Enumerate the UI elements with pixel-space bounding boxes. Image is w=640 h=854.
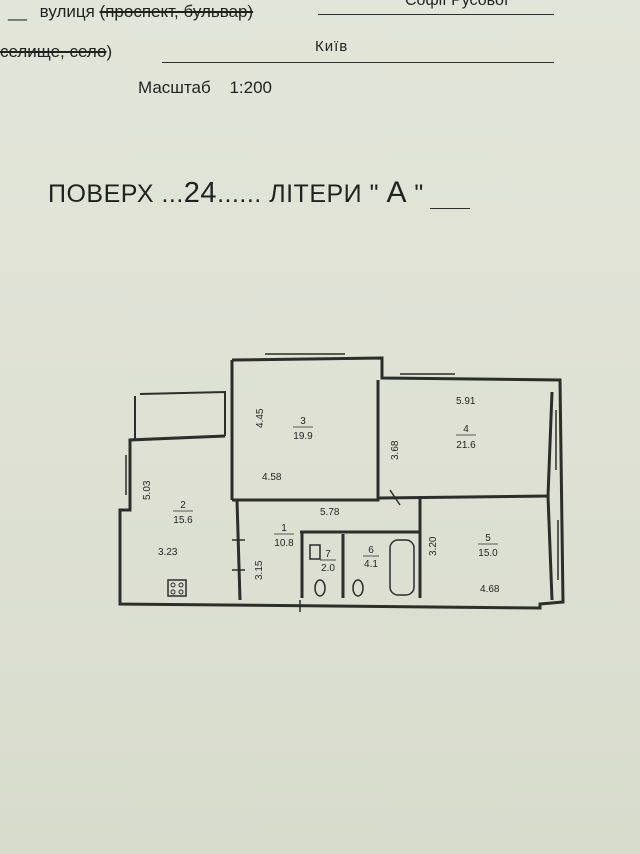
room-6-number: 6: [368, 545, 374, 556]
stove-burner-icon-2: [178, 582, 184, 588]
room-3-area: 19.9: [293, 431, 313, 442]
stove-burner-icon: [170, 582, 176, 588]
street-underline: [318, 14, 554, 15]
dim-4-45: 4.45: [255, 408, 266, 428]
dim-3-68: 3.68: [390, 440, 401, 460]
floor-number: 24: [183, 177, 218, 209]
floor-label: ПОВЕРХ: [48, 180, 154, 208]
dim-5-03: 5.03: [142, 480, 153, 500]
street-prefix: __: [8, 2, 27, 21]
letter-value: А: [386, 176, 407, 209]
dim-4-58: 4.58: [262, 472, 282, 483]
stove-burner-icon-4: [178, 589, 184, 595]
room-2-number: 2: [180, 500, 186, 511]
street-value: Софії Русової: [405, 0, 509, 9]
toilet-icon: [314, 579, 326, 597]
settlement-close: ): [106, 42, 113, 61]
letter-underline: [430, 208, 470, 209]
sink-icon: [309, 544, 321, 560]
room-7-area: 2.0: [321, 563, 335, 574]
room-2-area: 15.6: [173, 515, 193, 526]
room-7-number: 7: [325, 549, 331, 560]
stove-icon: [167, 579, 187, 597]
room-1-number: 1: [281, 523, 287, 534]
letter-label: ЛІТЕРИ: [269, 180, 363, 208]
outer-wall: [118, 356, 565, 610]
street-label: вулиця: [39, 2, 95, 21]
street-row: __ вулиця (проспект, бульвар): [8, 2, 253, 22]
balcony-wall: [139, 390, 226, 436]
dimension-labels: 4.45 4.58 3.68 5.91 5.03 3.23 5.78 3.15 …: [142, 396, 500, 595]
door-room2: [232, 539, 245, 571]
quote-open: ": [369, 180, 379, 208]
scale-label: Масштаб: [138, 78, 211, 97]
room-labels: 3 19.9 4 21.6 2 15.6 1 10.8 5 15.0 6 4.1…: [173, 416, 498, 574]
stove-burner-icon-3: [170, 589, 176, 595]
floor-dots-right: ......: [217, 180, 262, 208]
city-underline: [162, 62, 554, 63]
wall-room3-bottom-right: [232, 380, 380, 502]
dim-3-20: 3.20: [428, 536, 439, 556]
room-6-area: 4.1: [364, 559, 378, 570]
toilet-icon-2: [352, 579, 364, 597]
room-3-number: 3: [300, 416, 306, 427]
wall-room2-right: [235, 499, 242, 601]
street-struck-options: (проспект, бульвар): [99, 2, 254, 21]
scale-row: Масштаб 1:200: [138, 78, 272, 98]
settlement-row: селище, село): [0, 42, 112, 62]
dim-5-78: 5.78: [320, 507, 340, 518]
settlement-struck: селище, село: [0, 42, 107, 61]
door-room4: [389, 489, 401, 506]
dim-5-91: 5.91: [456, 396, 476, 407]
quote-close: ": [414, 180, 424, 208]
room-5-number: 5: [485, 533, 491, 544]
dim-3-23: 3.23: [158, 547, 178, 558]
walls: [118, 353, 565, 612]
bathtub-icon: [389, 539, 415, 596]
room-4-area: 21.6: [456, 440, 476, 451]
room-4-number: 4: [463, 424, 469, 435]
scale-value: 1:200: [229, 78, 273, 97]
dim-3-15: 3.15: [254, 560, 265, 580]
room-5-area: 15.0: [478, 548, 498, 559]
floor-dots-left: ...: [161, 180, 184, 208]
dim-4-68: 4.68: [480, 584, 500, 595]
wall-room5-right: [546, 495, 554, 601]
floor-title: ПОВЕРХ ...24...... ЛІТЕРИ " А ": [48, 176, 424, 210]
city-value: Київ: [315, 38, 349, 55]
room-1-area: 10.8: [274, 538, 294, 549]
